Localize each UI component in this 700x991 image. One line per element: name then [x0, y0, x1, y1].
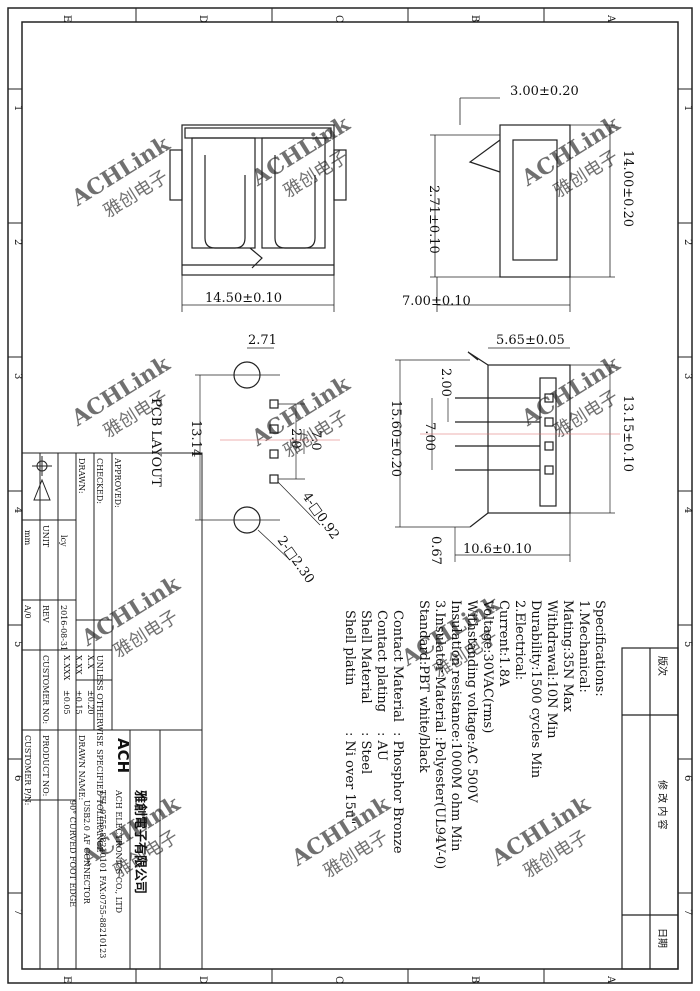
tb-product2: 90° CURVED FOOT EDGE [68, 800, 77, 907]
pcb-title: PCB LAYOUT [148, 398, 163, 487]
side-view [430, 97, 615, 312]
front-view [169, 124, 347, 312]
spec-line: Voltage:30VAC(rms) [480, 599, 495, 733]
border-row-6: 6 [12, 775, 23, 781]
border-row-right-2: 2 [682, 239, 693, 245]
tb-customer-pn: CUSTOMER P/N: [23, 735, 32, 805]
revision-block [621, 647, 679, 970]
side-pin-dim: 2.71±0.10 [426, 185, 441, 254]
border-row-5: 5 [12, 641, 23, 647]
bottom-view [395, 347, 615, 562]
pcb-271: 2.71 [248, 333, 277, 348]
spec-material-label: Shell Material [358, 610, 373, 704]
bottom-106: 10.6±0.10 [463, 542, 532, 557]
spec-material-value: : Steel [358, 732, 373, 774]
tb-product-no: PRODUCT NO: [41, 735, 50, 796]
border-col-bottom-E: E [61, 976, 72, 983]
bottom-067: 0.67 [428, 536, 443, 565]
tb-rev-label: REV [41, 605, 50, 623]
spec-material-label: Shell platin [342, 610, 357, 686]
spec-line: Standard:PBT white/black [416, 600, 431, 773]
revision-date: 日期 [656, 928, 668, 948]
specifications: Specifications: 1.Mechanical: Mating:35N… [342, 599, 607, 869]
tb-tol-val: ±0.20 [86, 690, 95, 715]
tb-tol-key: X.XXX [62, 655, 71, 681]
tb-drawn: DRAWN: [77, 458, 86, 494]
side-depth-dim: 7.00±0.10 [402, 294, 471, 309]
border-col-B: B [469, 15, 480, 22]
spec-line: 1.Mechanical: [576, 600, 591, 693]
spec-line: 3.Insulator Material :Polyester(UL94V-0) [432, 600, 447, 869]
tb-logo: ACH [114, 738, 132, 773]
spec-line: Withdrawal:10N Min [544, 600, 559, 739]
side-height-dim: 14.00±0.20 [620, 150, 635, 227]
tb-drawn-name: DRAWN NAME: [77, 735, 86, 800]
tb-tolerance: UNLESS OTHERWISE SPECIFIED TOLERANCE [95, 655, 104, 853]
tb-company-cn: 雅創電子有限公司 [132, 790, 148, 894]
border-row-1: 1 [12, 105, 23, 111]
border-row-right-3: 3 [682, 373, 693, 379]
border-row-right-5: 5 [682, 641, 693, 647]
bottom-565: 5.65±0.05 [496, 333, 565, 348]
border-col-bottom-D: D [197, 976, 208, 984]
tb-tol-val: ±0.15 [74, 690, 83, 715]
spec-line: Current:1.8A [496, 600, 511, 687]
tb-tol-key: X.X [86, 655, 95, 669]
spec-material-value: : AU [374, 732, 389, 761]
tb-tel: TEL:0755-88210101 FAX:0755-88210123 [98, 790, 107, 958]
spec-line: Durability:1500 cycles Min [528, 600, 543, 779]
tb-tol-key: X.XX [74, 655, 83, 675]
title-block [21, 452, 203, 970]
spec-material-label: Contact plating [374, 610, 389, 712]
bottom-1315: 13.15±0.10 [620, 395, 635, 472]
spec-line: Withstanding voltage:AC 500V [464, 600, 479, 803]
outer-frame [7, 7, 693, 984]
border-row-right-4: 4 [682, 507, 693, 513]
border-col-bottom-C: C [333, 976, 344, 984]
bottom-200: 2.00 [438, 368, 453, 397]
pcb-70: 7.0 [308, 430, 323, 451]
border-col-bottom-A: A [605, 975, 616, 984]
revision-content: 修 改 内 容 [656, 780, 669, 830]
front-width-dim: 14.50±0.10 [205, 291, 282, 306]
bottom-1560: 15.60±0.20 [388, 400, 403, 477]
tb-tol-val: ±0.05 [62, 690, 71, 715]
tb-rev-val: A/0 [23, 604, 32, 619]
border-row-3: 3 [12, 373, 23, 379]
spec-line: Insulation resistance:1000M ohm Min [448, 600, 463, 852]
border-row-2: 2 [12, 239, 23, 245]
pcb-1314: 13.14 [188, 420, 203, 457]
tb-checked: CHECKED: [95, 458, 104, 504]
tb-company-en: ACH ELECTRONICS CO., LTD [114, 789, 123, 913]
border-col-C: C [333, 15, 344, 23]
border-col-D: D [197, 15, 208, 23]
border-row-7: 7 [12, 909, 23, 915]
spec-line: Mating:35N Max [560, 600, 575, 713]
border-col-E: E [61, 15, 72, 22]
revision-rev: 版次 [656, 656, 669, 676]
spec-material-label: Contact Material [390, 610, 405, 722]
spec-line: 2.Electrical: [512, 600, 527, 680]
tb-approved: APPROVED: [113, 457, 122, 508]
pcb-layout [195, 347, 321, 561]
tb-customer-no: CUSTOMER NO: [41, 655, 50, 724]
tb-drawn-by: lcy [59, 535, 68, 547]
spec-material-value: : Phosphor Bronze [390, 732, 405, 854]
border-row-4: 4 [12, 507, 23, 513]
tb-unit: UNIT [41, 525, 50, 548]
pcb-20: 2.0 [288, 428, 303, 449]
side-top-dim: 3.00±0.20 [510, 84, 579, 99]
border-row-right-7: 7 [682, 909, 693, 915]
spec-title: Specifications: [592, 600, 607, 697]
bottom-700: 7.00 [422, 422, 437, 451]
border-row-right-6: 6 [682, 775, 693, 781]
tb-product: USB2.0 AF CONNECTOR [82, 800, 91, 905]
border-row-right-1: 1 [682, 105, 693, 111]
border-col-bottom-B: B [469, 976, 480, 983]
tb-unit-val: mm [23, 530, 32, 546]
tb-drawn-date: 2016-08-31 [59, 605, 68, 651]
border-col-A: A [605, 14, 616, 23]
spec-material-value: : Ni over 15u" [342, 732, 357, 824]
